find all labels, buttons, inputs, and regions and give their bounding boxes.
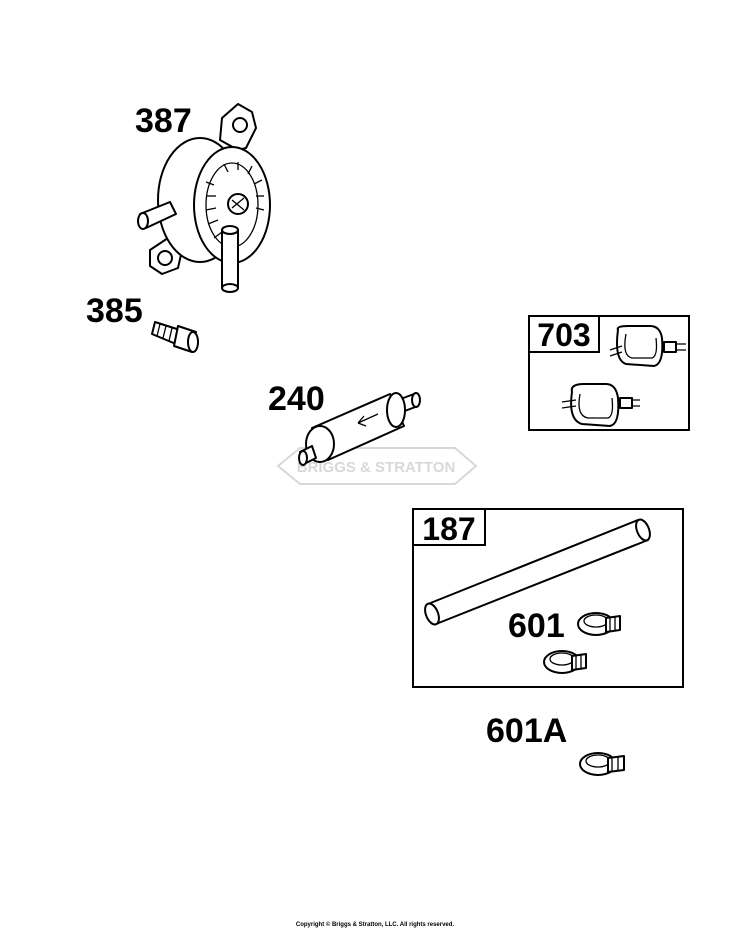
hose-clamp-alt-icon bbox=[579, 752, 625, 776]
fuel-filter-icon bbox=[298, 392, 421, 466]
callout-601: 601 bbox=[508, 607, 565, 645]
hose-clamp-icon bbox=[577, 612, 621, 636]
spring-clamp-icon bbox=[609, 325, 686, 367]
watermark-logo: BRIGGS & STRATTON bbox=[276, 447, 478, 485]
hose-clamp-icon-2 bbox=[543, 650, 587, 674]
clamp-kit-box: 703 bbox=[528, 315, 690, 431]
fuel-line-hose-icon bbox=[424, 518, 651, 626]
callout-240: 240 bbox=[268, 380, 325, 418]
callout-387: 387 bbox=[135, 102, 192, 140]
fuel-pump-icon bbox=[137, 103, 271, 293]
callout-703: 703 bbox=[537, 317, 590, 353]
watermark-text: BRIGGS & STRATTON bbox=[297, 459, 456, 476]
callout-385: 385 bbox=[86, 292, 143, 330]
spring-clamp-icon-2 bbox=[561, 383, 640, 427]
screw-icon bbox=[151, 321, 199, 353]
copyright-notice: Copyright © Briggs & Stratton, LLC. All … bbox=[295, 922, 455, 928]
fuel-line-box: 187 601 bbox=[412, 508, 684, 688]
callout-601a: 601A bbox=[486, 712, 567, 750]
callout-187: 187 bbox=[422, 511, 475, 547]
